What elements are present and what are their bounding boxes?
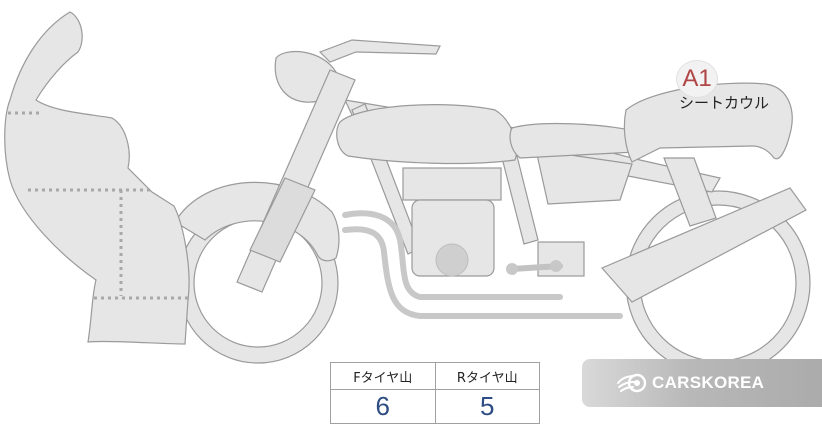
- rear-shock: [663, 157, 717, 227]
- seat: [509, 122, 637, 159]
- front-tire-tread-value: 6: [330, 389, 436, 424]
- tire-tread-table: Fタイヤ山 Rタイヤ山 6 5: [330, 362, 540, 424]
- fork-slider: [249, 177, 316, 263]
- fuel-tank: [336, 104, 517, 165]
- front-fairing: [4, 11, 190, 345]
- rear-tire-tread-value: 5: [434, 389, 540, 424]
- exhaust-pipe: [342, 210, 563, 300]
- rear-tire-tread-header: Rタイヤ山: [434, 362, 540, 390]
- brand-banner: CARSKOREA: [582, 359, 822, 407]
- brand-name: CARSKOREA: [652, 373, 765, 392]
- tread-table-value-row: 6 5: [330, 389, 540, 424]
- engine: [402, 167, 585, 277]
- exhaust-pipe-lower: [342, 226, 623, 319]
- swingarm: [600, 187, 807, 303]
- front-tire-tread-header: Fタイヤ山: [330, 362, 436, 390]
- marker-a1[interactable]: A1: [676, 60, 718, 98]
- tread-table-header-row: Fタイヤ山 Rタイヤ山: [330, 362, 540, 390]
- side-cover: [535, 149, 633, 205]
- marker-a1-label: シートカウル: [679, 94, 770, 112]
- carskorea-flame-logo-icon: [617, 373, 646, 393]
- footpeg: [506, 260, 563, 275]
- handlebar: [318, 39, 441, 63]
- frame-rear-stay: [499, 149, 539, 245]
